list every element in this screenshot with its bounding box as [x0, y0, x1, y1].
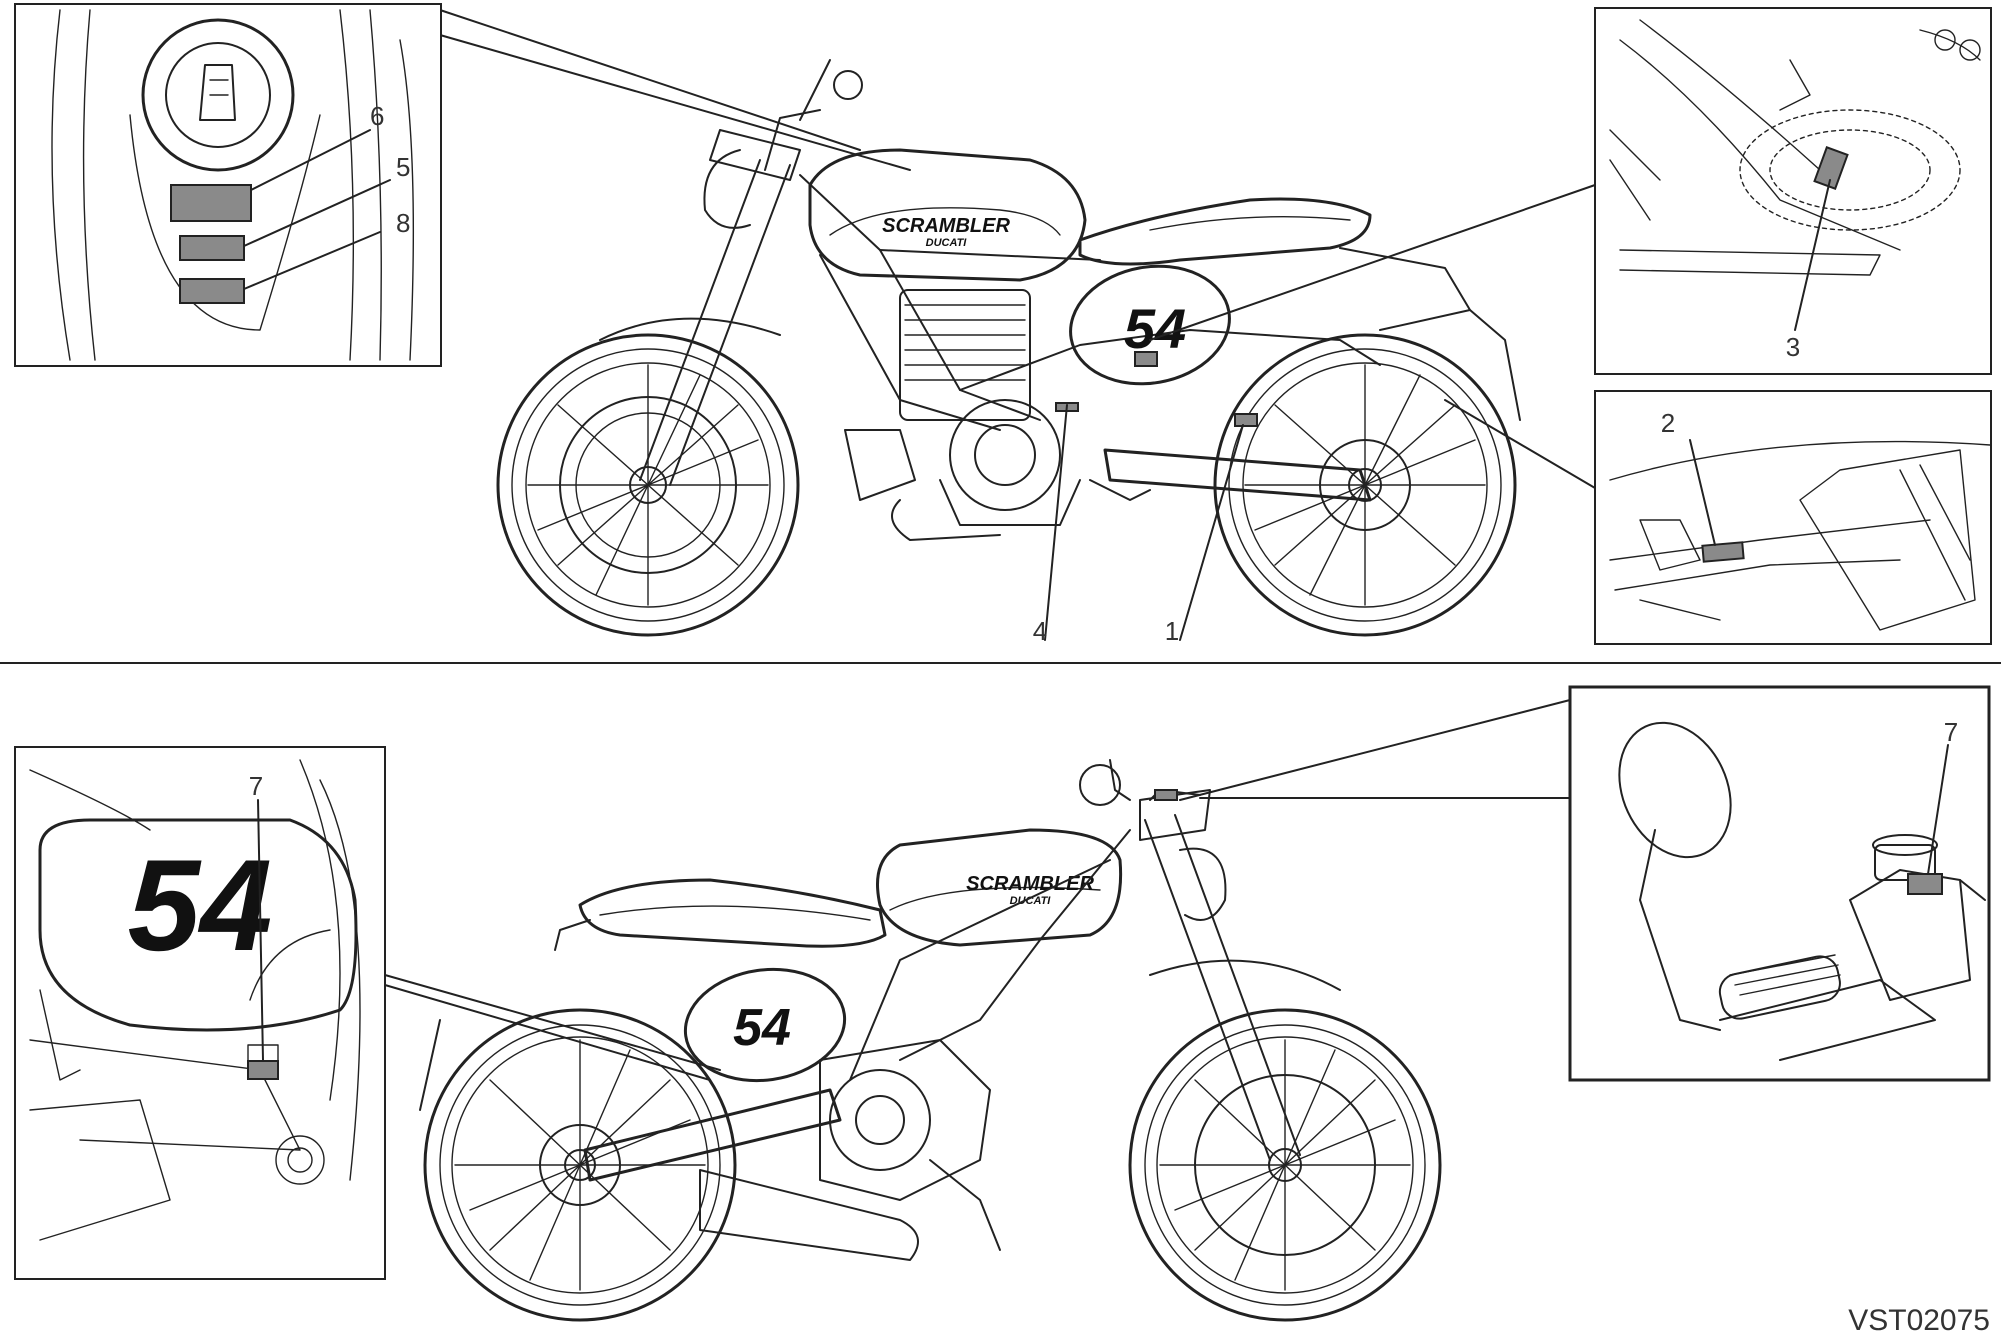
- inset-plate-7-left: 54 7: [14, 746, 386, 1280]
- tank-sub-text: DUCATI: [926, 237, 968, 249]
- tank-brand-text: SCRAMBLER: [882, 215, 1010, 237]
- callout-2: 2: [1661, 408, 1675, 438]
- callout-7-left: 7: [249, 771, 263, 801]
- top-leader-lines: [439, 9, 1596, 641]
- headlight-right: [1179, 847, 1227, 921]
- exhaust-right: [699, 1169, 919, 1261]
- race-number-text-inset: 54: [128, 832, 273, 978]
- fuel-tank: SCRAMBLER DUCATI: [808, 148, 1087, 282]
- side-number-panel-right: 54: [683, 967, 847, 1083]
- front-wheel-right: [1128, 1008, 1442, 1322]
- swingarm: [1103, 448, 1372, 502]
- tank-sub-text-right: DUCATI: [1010, 895, 1052, 907]
- rear-wheel-right: [423, 1008, 737, 1322]
- callout-8: 8: [396, 208, 410, 238]
- tail-right: [554, 919, 591, 951]
- side-number-panel: 54: [1069, 264, 1231, 386]
- inset-steering-head: 6 5 8: [14, 3, 442, 367]
- engine-right: [819, 1039, 1001, 1251]
- callout-4: 4: [1033, 616, 1047, 646]
- plate-7-frame: [247, 1060, 279, 1080]
- inset-number-panel: 54: [38, 818, 358, 1032]
- plate-3-location: [1134, 351, 1158, 367]
- plate-5: [179, 235, 245, 261]
- race-number-text: 54: [1124, 297, 1186, 360]
- frame-right: [849, 829, 1131, 1081]
- tail: [1339, 247, 1471, 331]
- front-fork-right: [1079, 759, 1301, 1161]
- rear-wheel: [1213, 333, 1517, 637]
- plate-7-location-handlebar: [1154, 789, 1178, 801]
- front-fork: [639, 59, 863, 486]
- fuel-tank-right: SCRAMBLER DUCATI: [876, 828, 1123, 947]
- plate-2: [1701, 541, 1745, 563]
- callout-1: 1: [1165, 616, 1179, 646]
- callout-7-right: 7: [1944, 717, 1958, 747]
- motorcycle-right-side-view: SCRAMBLER DUCATI 54: [419, 759, 1442, 1322]
- front-wheel: [496, 333, 800, 637]
- callout-3: 3: [1786, 332, 1800, 362]
- plate-8: [179, 278, 245, 304]
- plate-1-location: [1234, 413, 1258, 427]
- plate-3: [1813, 146, 1849, 190]
- exhaust: [891, 499, 1001, 541]
- seat: [1078, 197, 1372, 266]
- tank-brand-text-right: SCRAMBLER: [966, 873, 1094, 895]
- inset-plate-2: 2: [1594, 390, 1992, 645]
- plate-7-reservoir: [1907, 873, 1943, 895]
- callout-6: 6: [370, 101, 384, 131]
- race-number-text-right: 54: [733, 999, 791, 1057]
- inset-plate-7-right: 7: [1568, 685, 1991, 1082]
- motorcycle-left-side-view: SCRAMBLER DUCATI 54: [496, 59, 1521, 637]
- callout-5: 5: [396, 152, 410, 182]
- seat-right: [578, 878, 887, 948]
- swingarm-right: [583, 1088, 842, 1182]
- engine: [844, 289, 1081, 526]
- headlight: [703, 149, 751, 229]
- drawing-code: VST02075: [1848, 1304, 1990, 1337]
- bottom-leader-lines: [384, 686, 1571, 1081]
- plate-6: [170, 184, 252, 222]
- inset-plate-3: 3: [1594, 7, 1992, 375]
- front-fender: [599, 317, 781, 341]
